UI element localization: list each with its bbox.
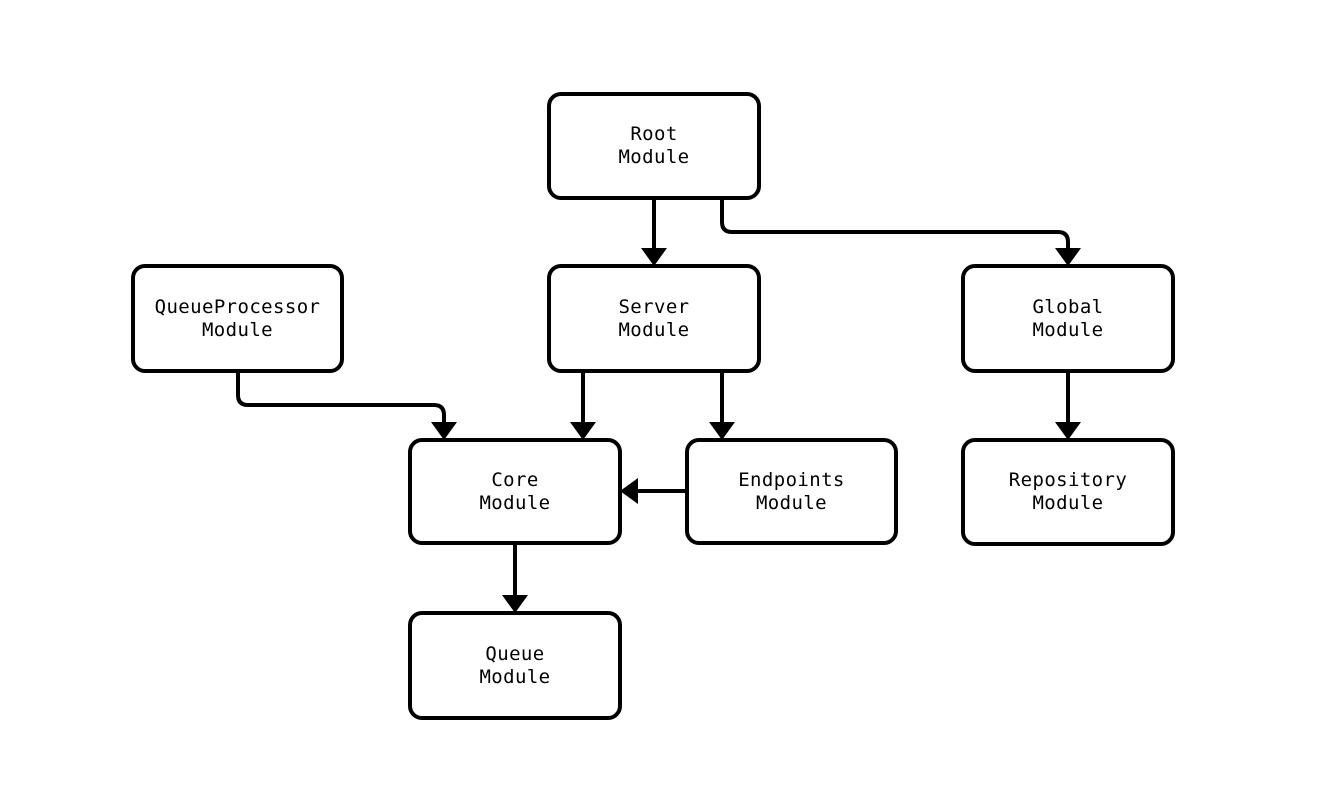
edge-server-to-core	[570, 371, 596, 440]
edge-global-to-repository	[1055, 371, 1081, 440]
node-box-endpoints[interactable]	[685, 438, 898, 545]
arrow-head-icon	[431, 422, 457, 440]
edge-root-to-server	[641, 198, 667, 266]
edge-queueprocessor-to-core	[236, 371, 457, 440]
arrow-head-icon	[709, 422, 735, 440]
edge-server-to-endpoints	[709, 371, 735, 440]
node-box-server[interactable]	[547, 264, 761, 373]
arrow-head-icon	[641, 248, 667, 266]
arrow-head-icon	[570, 422, 596, 440]
edge-line	[720, 198, 1070, 250]
edge-endpoints-to-core	[620, 478, 687, 504]
edge-root-to-global	[720, 198, 1081, 266]
edge-line	[236, 371, 446, 424]
arrow-head-icon	[1055, 422, 1081, 440]
node-box-core[interactable]	[408, 438, 622, 545]
arrow-head-icon	[502, 595, 528, 613]
node-box-root[interactable]	[547, 92, 761, 200]
edge-core-to-queue	[502, 543, 528, 613]
node-box-repository[interactable]	[961, 438, 1175, 546]
node-box-queue[interactable]	[408, 611, 622, 720]
arrow-head-icon	[620, 478, 638, 504]
node-box-queueprocessor[interactable]	[131, 264, 344, 373]
edges-layer	[236, 198, 1081, 613]
node-box-global[interactable]	[961, 264, 1175, 373]
arrow-head-icon	[1055, 248, 1081, 266]
nodes-layer	[131, 92, 1175, 720]
